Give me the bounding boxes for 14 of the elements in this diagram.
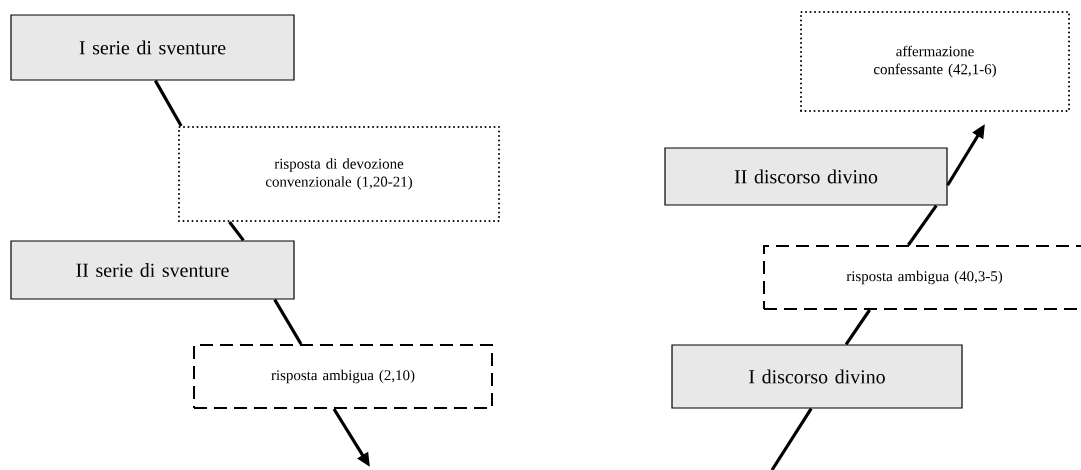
process-box: II discorso divino (664, 147, 948, 206)
connector-line (770, 407, 813, 470)
connector-line (228, 221, 245, 242)
response-box: risposta ambigua (40,3-5) (763, 245, 1081, 310)
connector-line (273, 298, 303, 345)
response-box: affermazione confessante (42,1-6) (800, 11, 1070, 112)
response-box: risposta di devozione convenzionale (1,20-21) (178, 126, 500, 222)
process-box: I discorso divino (671, 344, 963, 409)
process-box: I serie di sventure (10, 14, 295, 81)
process-box: II serie di sventure (10, 240, 295, 300)
connector-line (844, 309, 871, 346)
connector-line (153, 79, 183, 127)
response-box: risposta ambigua (2,10) (193, 344, 493, 409)
connector-line (907, 204, 938, 246)
